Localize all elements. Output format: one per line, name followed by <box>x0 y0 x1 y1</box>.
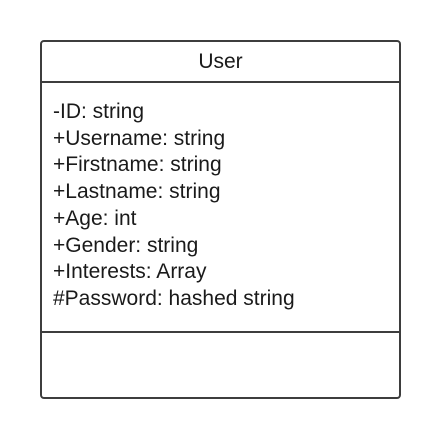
attribute-id: -ID: string <box>53 100 145 123</box>
attribute-firstname: +Firstname: string <box>53 153 222 177</box>
attribute-username: +Username: string <box>53 126 226 150</box>
attributes-compartment: -ID: string +Username: string +Firstname… <box>42 83 399 333</box>
attribute-age: +Age: int <box>53 206 137 230</box>
operations-compartment <box>42 333 399 397</box>
attribute-gender: +Gender: string <box>53 233 199 257</box>
attribute-password: #Password: hashed string <box>53 286 295 310</box>
attribute-lastname: +Lastname: string <box>53 180 221 204</box>
attribute-interests: +Interests: Array <box>53 260 207 284</box>
uml-class-box[interactable]: User -ID: string +Username: string +Firs… <box>40 40 401 399</box>
class-name: User <box>42 42 399 83</box>
